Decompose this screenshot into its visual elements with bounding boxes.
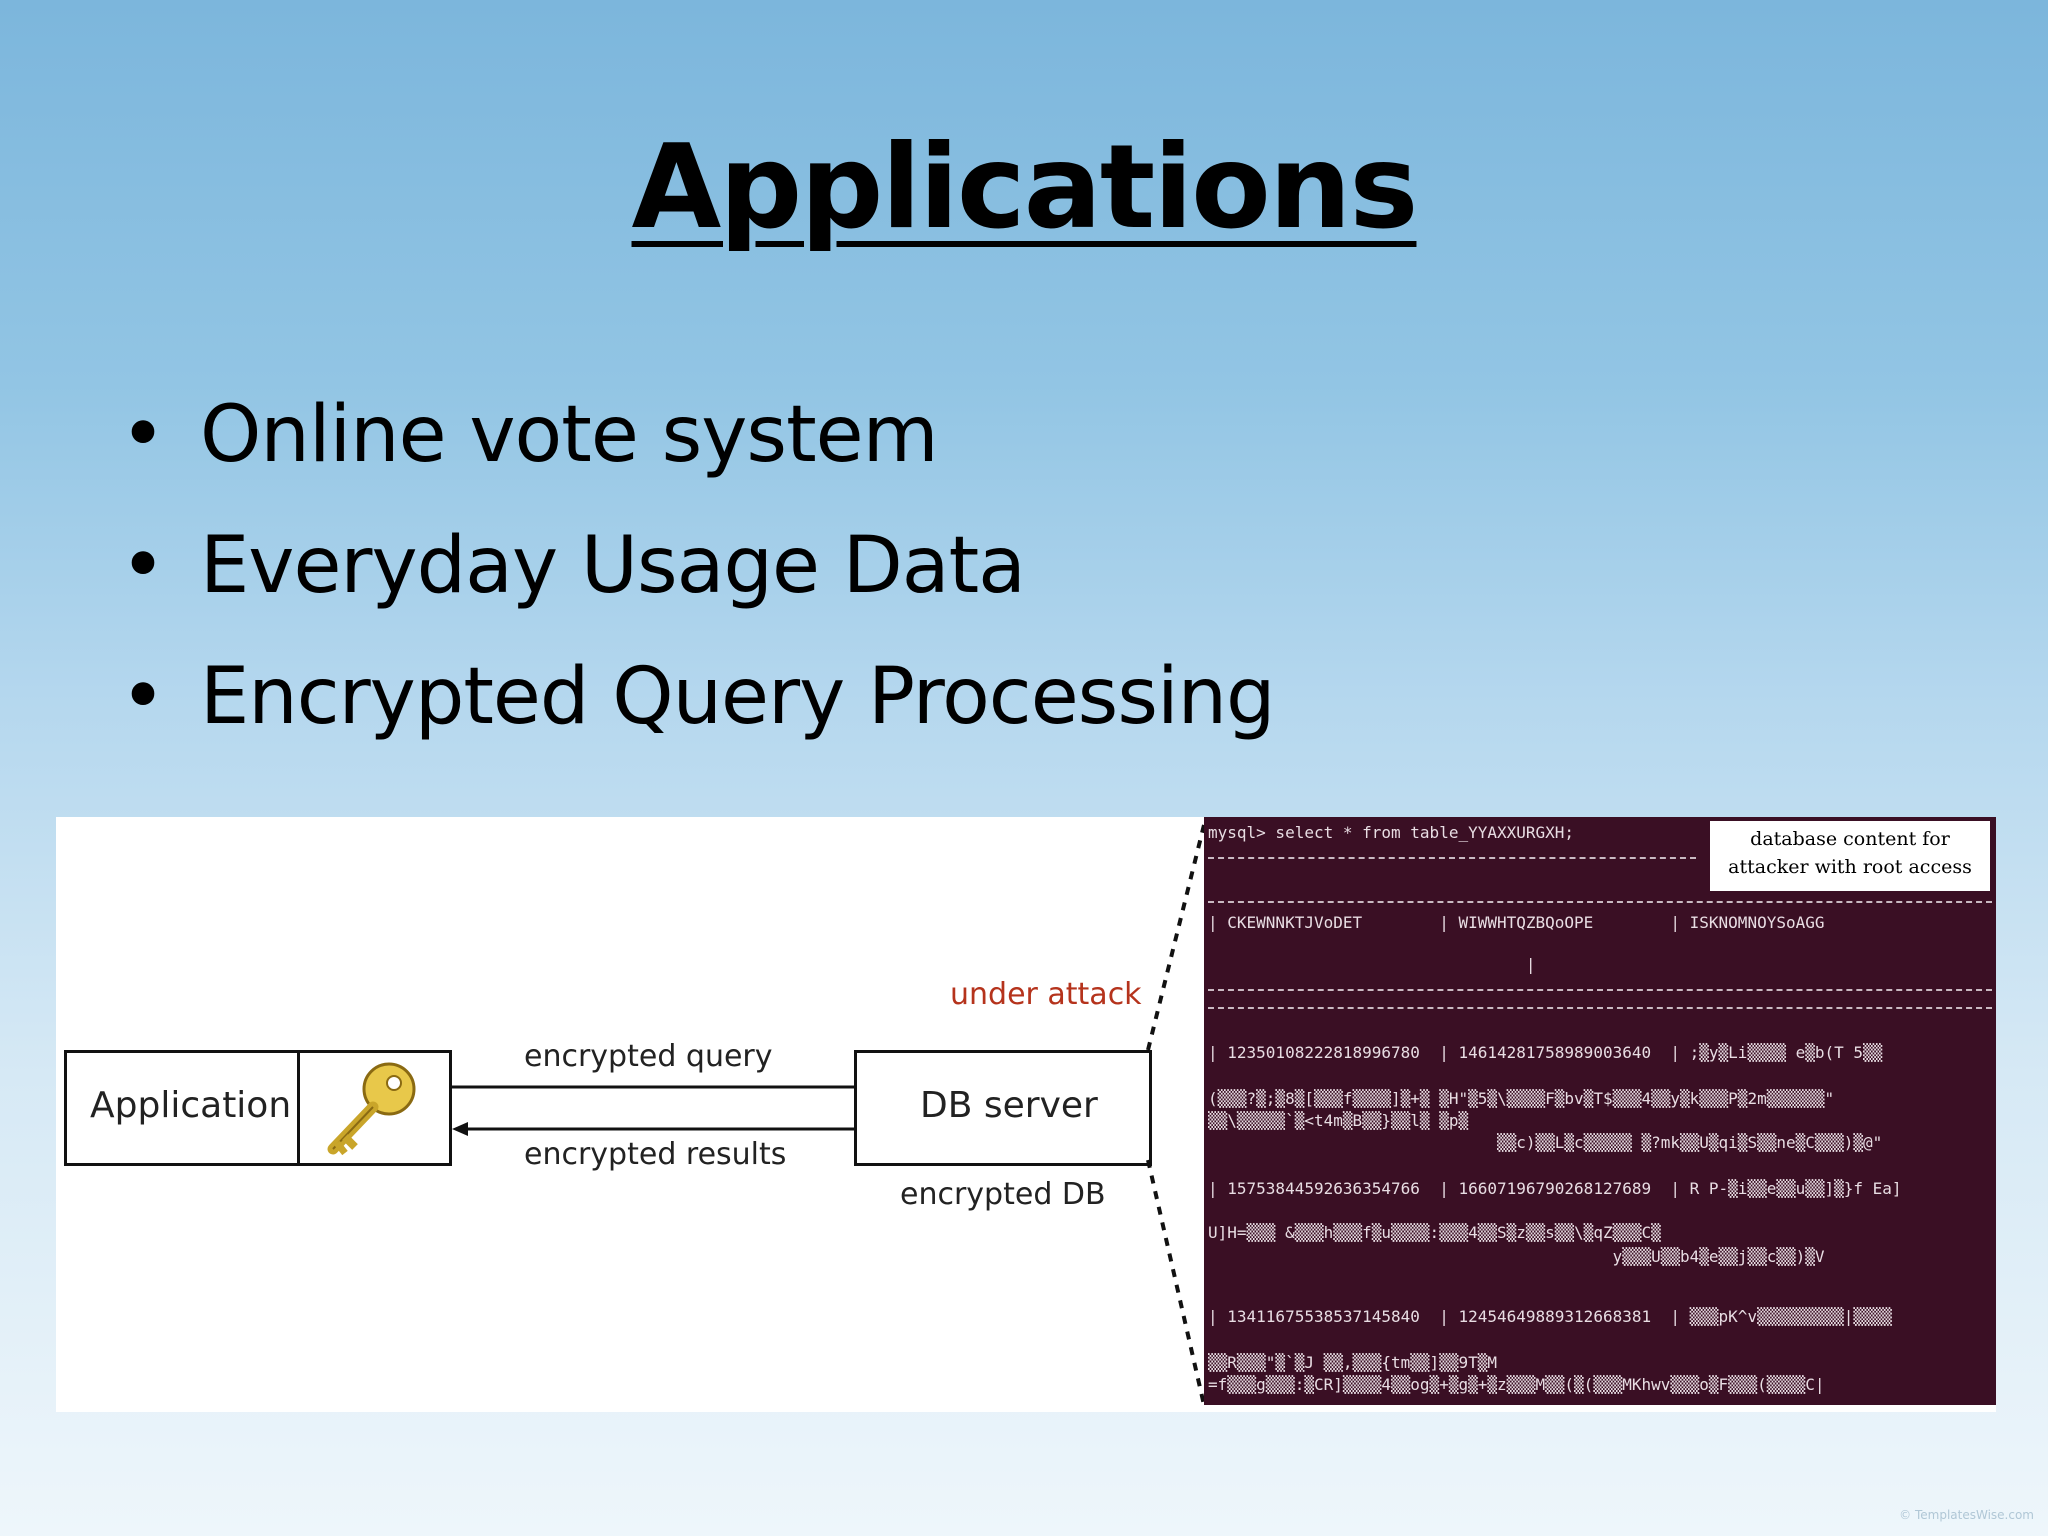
terminal-row-data: U]H=▒▒▒ &▒▒▒h▒▒▒f▒u▒▒▒▒:▒▒▒4▒▒S▒z▒▒s▒▒\▒…	[1208, 1223, 1661, 1242]
terminal-header-row: | CKEWNNKTJVoDET | WIWWHTQZBQoOPE | ISKN…	[1208, 913, 1825, 932]
terminal-row: | 13411675538537145840 | 124546498893126…	[1208, 1307, 1892, 1326]
attacker-note-line: attacker with root access	[1728, 856, 1972, 878]
terminal-separator	[1208, 857, 1696, 859]
application-label: Application	[90, 1085, 292, 1126]
terminal-row-data: (▒▒▒?▒;▒8▒[▒▒▒f▒▒▒▒]▒+▒ ▒H"▒5▒\▒▒▒▒F▒bv▒…	[1208, 1089, 1835, 1108]
terminal-row-data: y▒▒▒U▒▒b4▒e▒▒j▒▒c▒▒)▒V	[1208, 1247, 1825, 1266]
db-server-label: DB server	[920, 1085, 1098, 1126]
encrypted-query-label: encrypted query	[524, 1039, 773, 1074]
bullet-icon: •	[120, 521, 166, 611]
bullet-item: • Encrypted Query Processing	[120, 632, 1276, 763]
terminal-separator	[1208, 989, 1992, 991]
db-server-box	[854, 1050, 1152, 1166]
data-flow-arrows	[452, 1080, 914, 1136]
bullet-item: • Everyday Usage Data	[120, 501, 1275, 632]
bullet-item: • Online vote system	[120, 370, 1275, 501]
terminal-row: | 15753844592636354766 | 166071967902681…	[1208, 1179, 1902, 1198]
terminal-separator	[1208, 901, 1992, 903]
zoom-lines	[1146, 824, 1206, 1406]
bullet-icon: •	[120, 390, 166, 480]
bullet-text: Everyday Usage Data	[200, 521, 1026, 611]
encrypted-db-diagram: Application encrypted query encrypted re…	[56, 817, 1206, 1412]
mysql-terminal: mysql> select * from table_YYAXXURGXH; |…	[1204, 817, 1996, 1405]
application-box	[64, 1050, 301, 1166]
watermark: © TemplatesWise.com	[1899, 1508, 2034, 1522]
terminal-row-data: ▒▒c)▒▒L▒c▒▒▒▒▒ ▒?mk▒▒U▒qi▒S▒▒ne▒C▒▒▒)▒@"	[1208, 1133, 1883, 1152]
terminal-row-data: ▒▒R▒▒▒"▒`▒J ▒▒,▒▒▒{tm▒▒]▒▒9T▒M	[1208, 1353, 1497, 1372]
bullet-text: Online vote system	[200, 390, 939, 480]
terminal-row-data: =f▒▒▒g▒▒▒:▒CR]▒▒▒▒4▒▒og▒+▒g▒+▒z▒▒▒M▒▒(▒(…	[1208, 1375, 1825, 1394]
terminal-row-data: ▒▒\▒▒▒▒▒`▒<t4m▒B▒▒}▒▒l▒ ▒p▒	[1208, 1111, 1469, 1130]
terminal-header-sep: |	[1208, 955, 1536, 974]
results-arrowhead	[452, 1122, 468, 1136]
slide-title: Applications	[631, 120, 1419, 255]
key-icon	[327, 1062, 416, 1156]
bullet-text: Encrypted Query Processing	[200, 652, 1276, 742]
attacker-note-line: database content for	[1750, 828, 1950, 850]
terminal-separator	[1208, 1007, 1992, 1009]
encrypted-results-label: encrypted results	[524, 1137, 787, 1172]
encrypted-db-label: encrypted DB	[900, 1177, 1106, 1212]
attacker-note: database content for attacker with root …	[1710, 821, 1990, 891]
architecture-figure: Application encrypted query encrypted re…	[56, 817, 1996, 1412]
bullet-list: • Online vote system • Everyday Usage Data…	[120, 370, 1276, 763]
under-attack-label: under attack	[950, 977, 1142, 1012]
terminal-command: mysql> select * from table_YYAXXURGXH;	[1208, 823, 1575, 842]
terminal-row: | 12350108222818996780 | 146142817589890…	[1208, 1043, 1883, 1062]
bullet-icon: •	[120, 652, 166, 742]
